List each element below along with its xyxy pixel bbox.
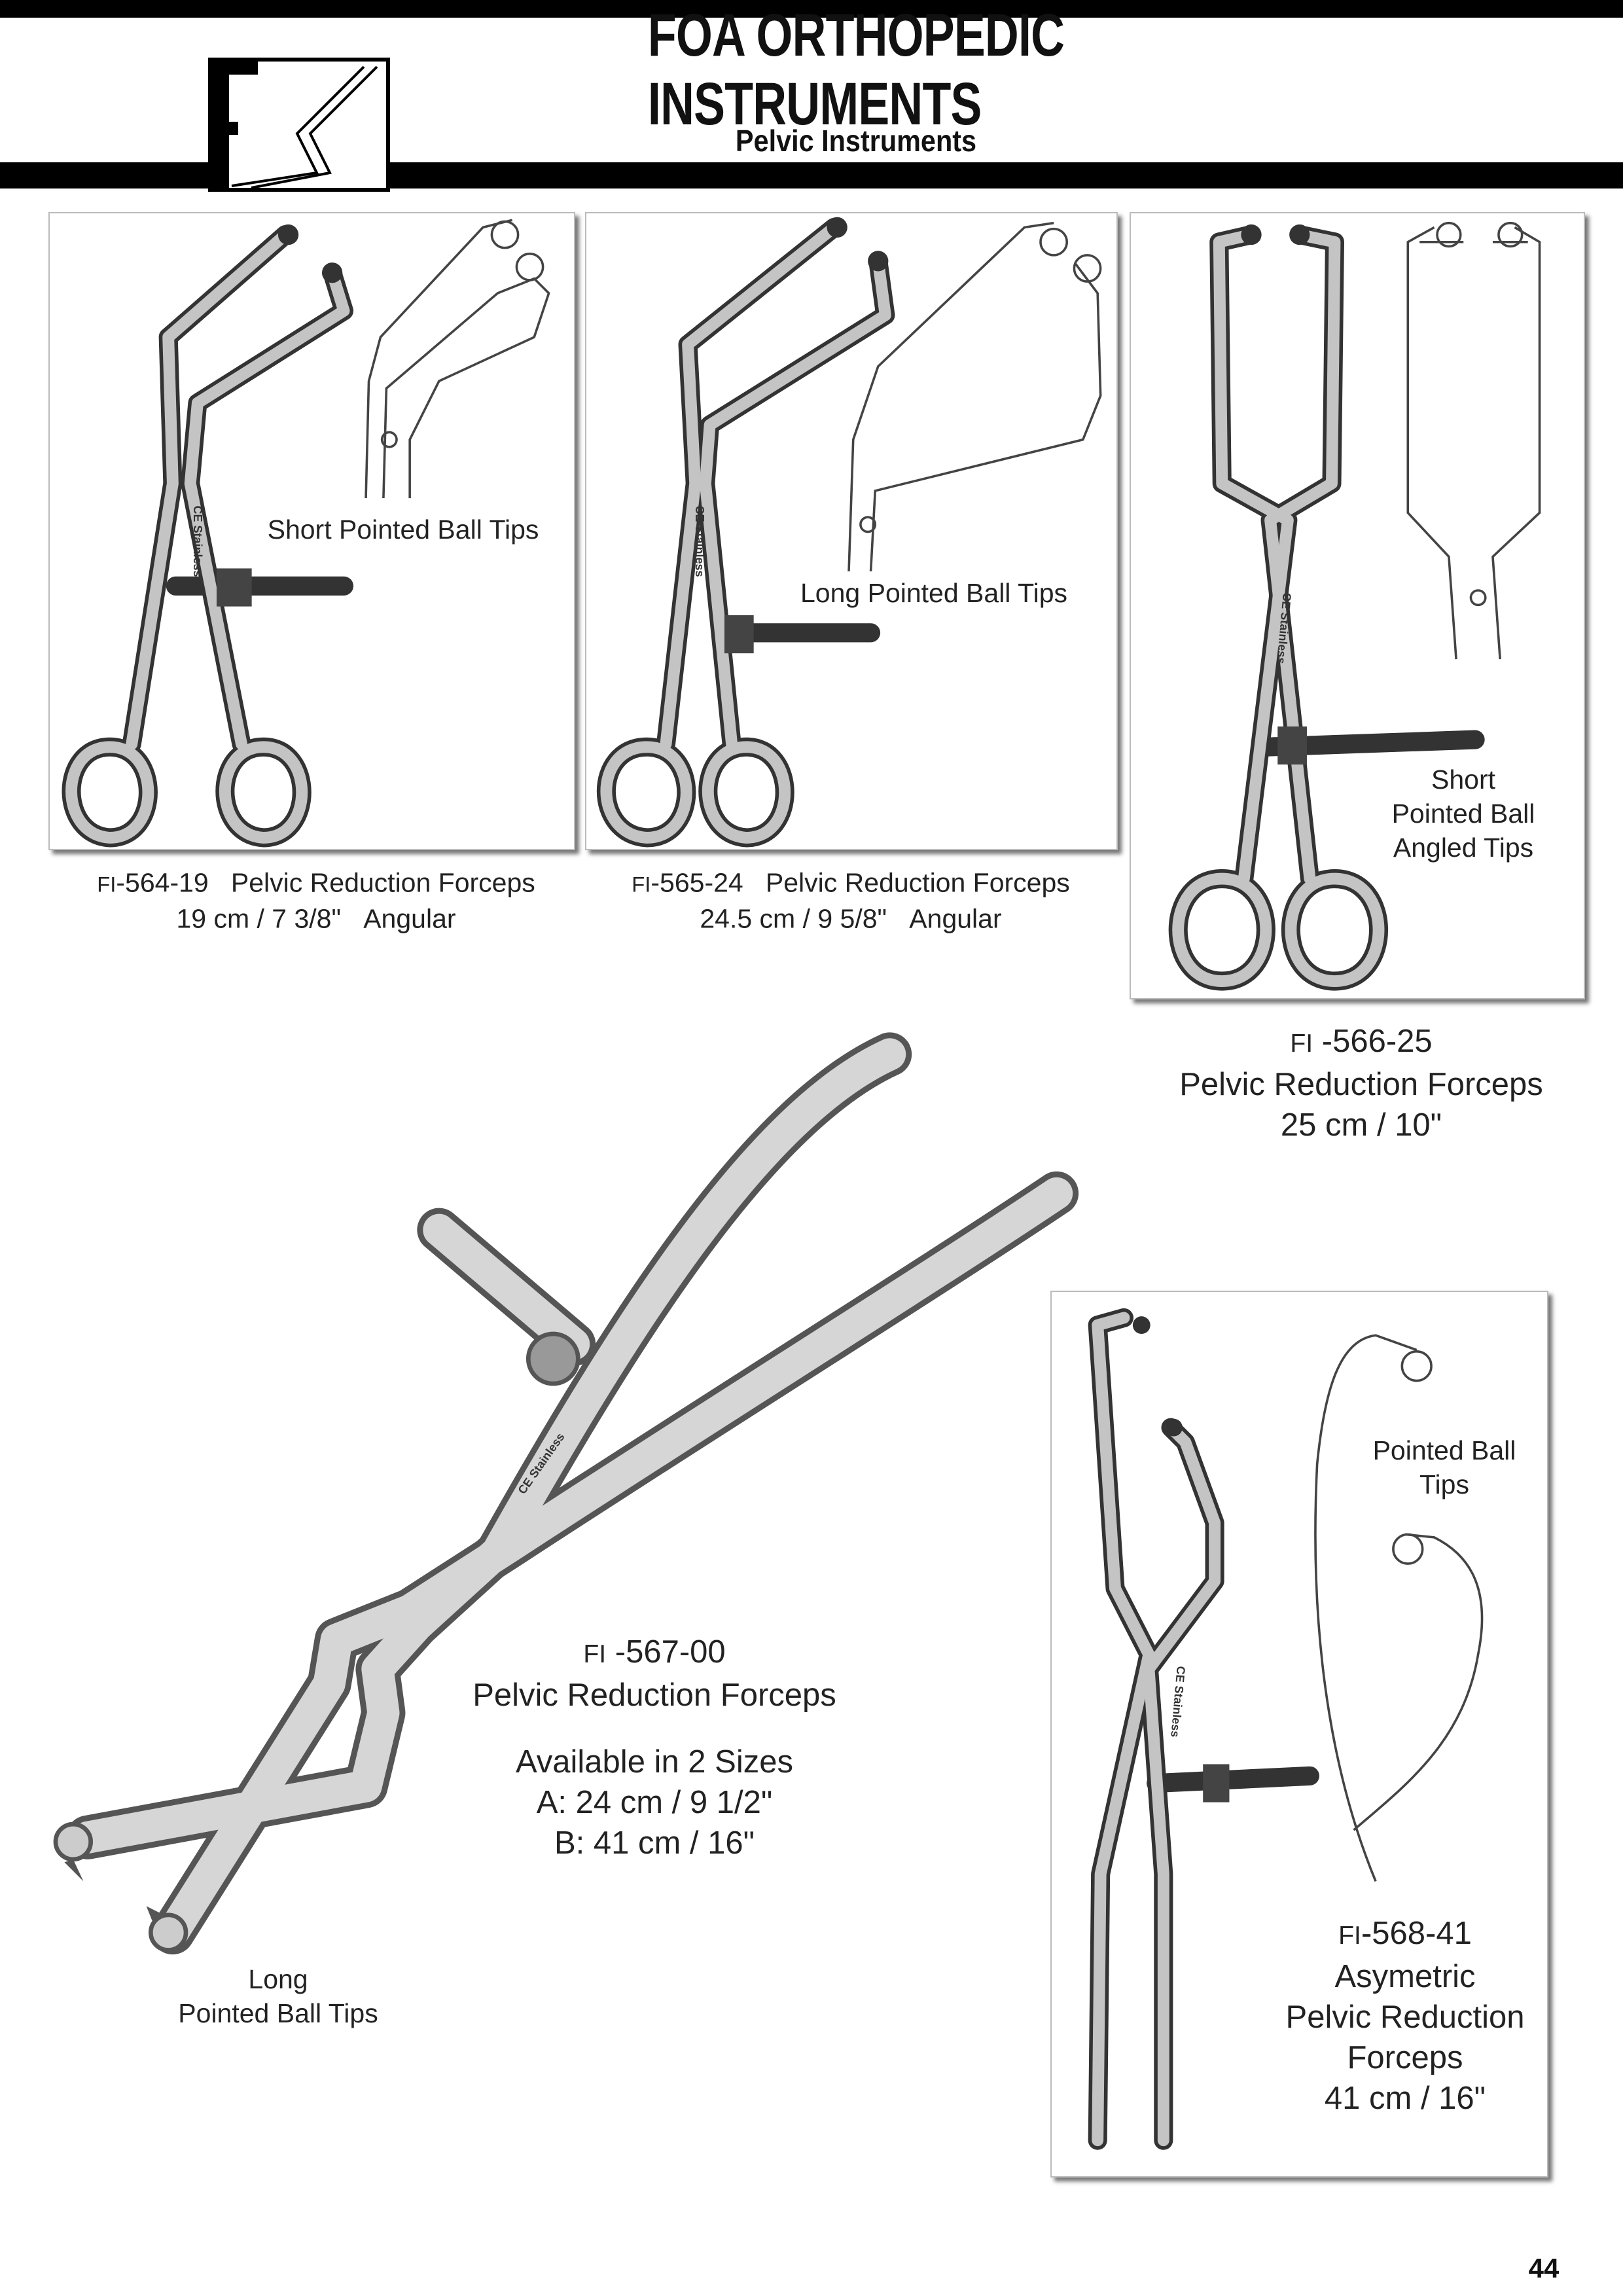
- tip-label-line: Tips: [1419, 1469, 1469, 1499]
- product-code: -566-25: [1321, 1024, 1433, 1059]
- tip-label-line: Pointed Ball: [1372, 1435, 1516, 1465]
- product-code: -568-41: [1361, 1916, 1472, 1951]
- tip-label-568-41: Pointed Ball Tips: [1373, 1433, 1516, 1501]
- catalog-title: FOA ORTHOPEDIC INSTRUMENTS: [647, 2, 1065, 137]
- engraving-564-19: CE Stainless: [191, 505, 204, 577]
- size-option: B: 41 cm / 16": [554, 1825, 755, 1861]
- product-size: 24.5 cm / 9 5/8": [700, 903, 887, 934]
- caption-568-41: FI-568-41 Asymetric Pelvic Reduction For…: [1286, 1913, 1525, 2119]
- caption-565-24: FI-565-24 Pelvic Reduction Forceps 24.5 …: [632, 866, 1070, 936]
- product-name: Pelvic Reduction Forceps: [230, 867, 535, 898]
- tip-label-line: Long: [248, 1964, 308, 1994]
- forceps-568-41-illustration: [1088, 1308, 1484, 2150]
- tip-label-line: Pointed Ball: [1391, 798, 1535, 829]
- product-size: 19 cm / 7 3/8": [176, 903, 342, 934]
- product-name: Pelvic Reduction Forceps: [765, 867, 1070, 898]
- product-prefix: FI: [583, 1640, 607, 1668]
- size-option: A: 24 cm / 9 1/2": [536, 1785, 773, 1820]
- product-style: Angular: [363, 903, 456, 934]
- page-number: 44: [1528, 2253, 1560, 2284]
- caption-564-19: FI-564-19 Pelvic Reduction Forceps 19 cm…: [97, 866, 535, 936]
- tip-label-567-00: Long Pointed Ball Tips: [178, 1962, 378, 2030]
- product-style: Angular: [909, 903, 1002, 934]
- product-name-line: Forceps: [1347, 2040, 1463, 2075]
- product-size: 41 cm / 16": [1324, 2081, 1486, 2116]
- product-prefix: FI: [1290, 1030, 1313, 1058]
- section-subtitle: Pelvic Instruments: [735, 124, 977, 158]
- engraving-565-24: CE Stainless: [693, 505, 706, 577]
- product-size: 25 cm / 10": [1280, 1107, 1442, 1143]
- product-prefix: FI: [1338, 1922, 1361, 1950]
- product-prefix: FI: [97, 872, 116, 897]
- forceps-564-19-illustration: [62, 219, 550, 848]
- caption-567-00: FI -567-00 Pelvic Reduction Forceps Avai…: [473, 1632, 836, 1863]
- availability-note: Available in 2 Sizes: [515, 1744, 793, 1780]
- product-code: -564-19: [116, 867, 209, 898]
- forceps-566-25-illustration: [1168, 221, 1541, 991]
- product-code: -567-00: [615, 1634, 726, 1670]
- product-prefix: FI: [632, 872, 651, 897]
- product-image-panel-566-25: [1130, 212, 1585, 999]
- product-name-line: Pelvic Reduction: [1285, 2000, 1525, 2035]
- logo-mark-icon: [212, 62, 378, 189]
- tip-label-566-25: Short Pointed Ball Angled Tips: [1392, 762, 1535, 865]
- tip-label-565-24: Long Pointed Ball Tips: [800, 578, 1067, 608]
- product-name: Pelvic Reduction Forceps: [473, 1677, 836, 1713]
- tip-label-564-19: Short Pointed Ball Tips: [267, 514, 539, 545]
- product-code: -565-24: [651, 867, 743, 898]
- top-border-bar: [0, 0, 1623, 18]
- forceps-565-24-illustration: [596, 217, 1102, 848]
- caption-566-25: FI -566-25 Pelvic Reduction Forceps 25 c…: [1179, 1021, 1543, 1145]
- product-name-line: Asymetric: [1334, 1959, 1476, 1994]
- tip-label-line: Pointed Ball Tips: [178, 1998, 378, 2028]
- forceps-567-00-photo: [53, 1032, 1079, 1955]
- product-name: Pelvic Reduction Forceps: [1179, 1067, 1543, 1102]
- tip-label-line: Angled Tips: [1393, 833, 1534, 863]
- tip-label-line: Short: [1431, 764, 1495, 795]
- company-logo: [208, 58, 390, 192]
